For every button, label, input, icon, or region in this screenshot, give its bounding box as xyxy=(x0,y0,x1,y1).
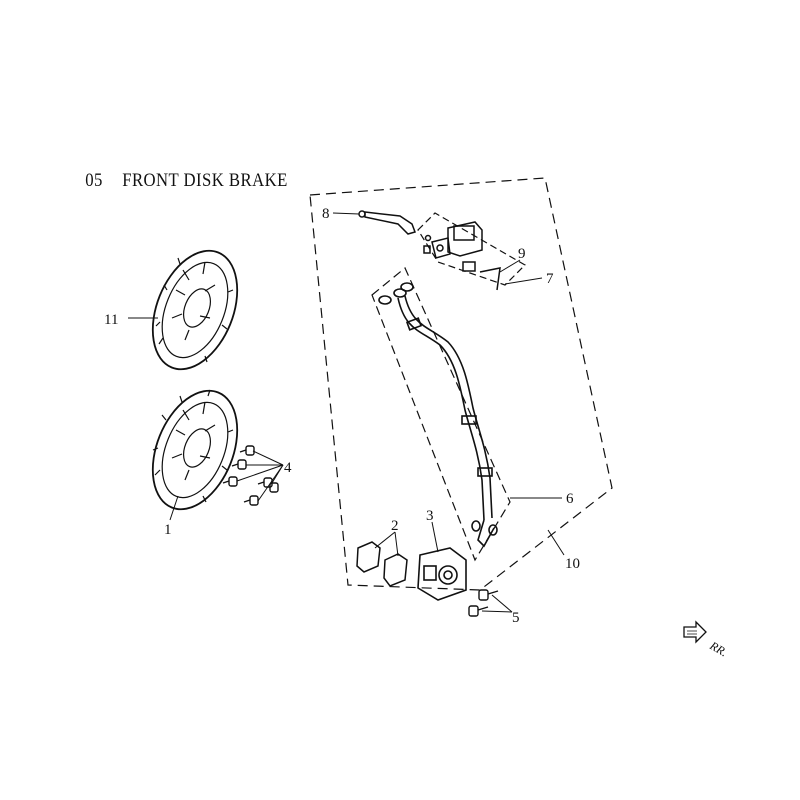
callout-11: 11 xyxy=(104,312,118,328)
page-title: 05 FRONT DISK BRAKE xyxy=(76,148,288,192)
callout-5: 5 xyxy=(512,610,520,626)
arrow-direction-icon xyxy=(683,620,707,644)
brake-hose-6 xyxy=(378,282,498,548)
hose-boundary-6 xyxy=(371,267,511,562)
brake-lever-8 xyxy=(358,210,432,254)
disc-bolts-4 xyxy=(222,445,279,506)
callout-2: 2 xyxy=(391,518,399,534)
callout-10: 10 xyxy=(565,556,580,572)
assembly-boundary-10 xyxy=(309,177,613,591)
callout-7: 7 xyxy=(546,271,554,287)
section-title: FRONT DISK BRAKE xyxy=(122,170,288,191)
brake-disc-1 xyxy=(151,389,239,511)
callout-6: 6 xyxy=(566,491,574,507)
callout-4: 4 xyxy=(284,460,292,476)
brake-caliper-3 xyxy=(417,547,467,601)
brake-pads-2 xyxy=(356,541,408,587)
callout-1: 1 xyxy=(164,522,172,538)
brake-disc-11 xyxy=(151,249,239,371)
callout-3: 3 xyxy=(426,508,434,524)
master-cylinder-boundary xyxy=(417,212,526,286)
direction-label: RR. xyxy=(707,638,730,659)
section-number: 05 xyxy=(85,170,103,191)
leader-lines xyxy=(128,212,565,613)
callout-8: 8 xyxy=(322,206,330,222)
callout-9: 9 xyxy=(518,246,526,262)
master-cylinder xyxy=(431,221,501,291)
caliper-bolts-5 xyxy=(468,589,499,617)
